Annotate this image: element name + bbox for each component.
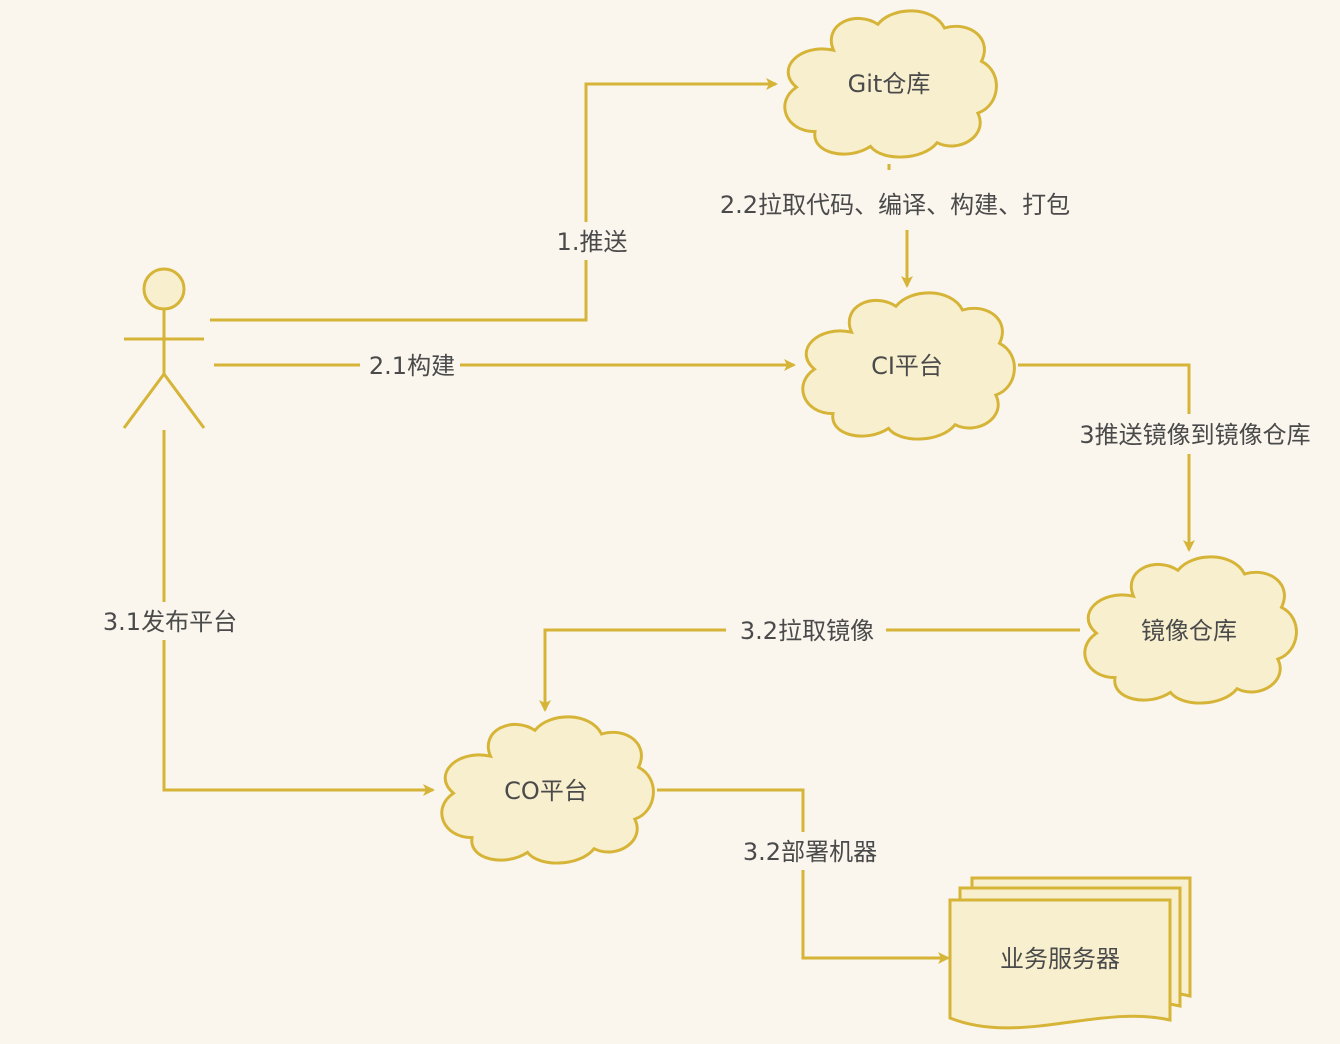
git-repo-label: Git仓库 <box>848 70 931 98</box>
edge-pull-image <box>539 628 1080 712</box>
edge-label-pull-build: 2.2拉取代码、编译、构建、打包 <box>720 191 1070 219</box>
co-platform-label: CO平台 <box>504 777 588 805</box>
pull-build-label-bg <box>690 184 1100 224</box>
edge-label-deploy: 3.2部署机器 <box>743 838 877 866</box>
edge-push-image <box>1018 363 1195 552</box>
edge-push <box>210 78 778 322</box>
edge-label-pull-image: 3.2拉取镜像 <box>740 617 874 645</box>
ci-platform-label: CI平台 <box>871 352 943 380</box>
edge-label-push-image: 3推送镜像到镜像仓库 <box>1079 421 1310 449</box>
edge-label-push: 1.推送 <box>557 228 628 256</box>
trigger-build-label-bg <box>360 346 460 384</box>
push-image-label-bg <box>1058 414 1332 454</box>
pull-image-label-bg <box>726 611 886 649</box>
image-registry-label: 镜像仓库 <box>1141 617 1237 645</box>
user-actor <box>122 267 206 429</box>
business-servers <box>948 876 1192 1030</box>
edge-release <box>162 430 435 796</box>
actor-head <box>142 267 186 311</box>
edge-deploy <box>657 788 950 964</box>
edge-label-trigger-build: 2.1构建 <box>369 352 455 380</box>
edge-label-release: 3.1发布平台 <box>103 608 237 636</box>
actor-left-leg <box>122 373 166 429</box>
push-label-bg <box>548 222 636 260</box>
actor-right-leg <box>162 373 206 429</box>
business-servers-label: 业务服务器 <box>1000 945 1120 973</box>
deploy-label-bg <box>728 832 892 870</box>
release-label-bg <box>90 602 250 640</box>
server-doc-front <box>948 898 1172 1030</box>
